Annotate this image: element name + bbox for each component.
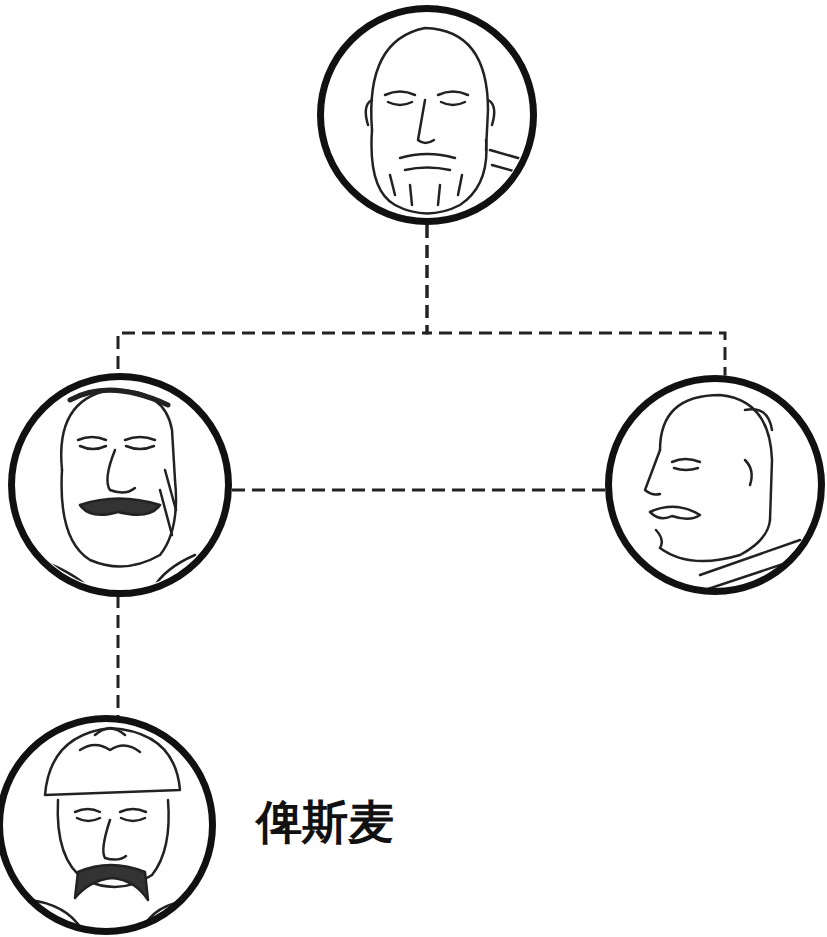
family-link [232, 489, 605, 492]
profile-man-portrait [645, 395, 810, 590]
helmet-man-portrait [30, 728, 190, 935]
family-link [118, 225, 427, 373]
portrait-circle [8, 373, 232, 597]
portrait-circle [317, 5, 537, 225]
portrait-circle [605, 375, 825, 595]
portrait-circle: 俾斯麦 [0, 715, 216, 935]
elder-portrait [345, 28, 528, 225]
family-link [117, 595, 120, 717]
heavy-man-portrait [40, 390, 195, 595]
name-label: 俾斯麦 [253, 797, 397, 847]
family-link [427, 225, 725, 375]
